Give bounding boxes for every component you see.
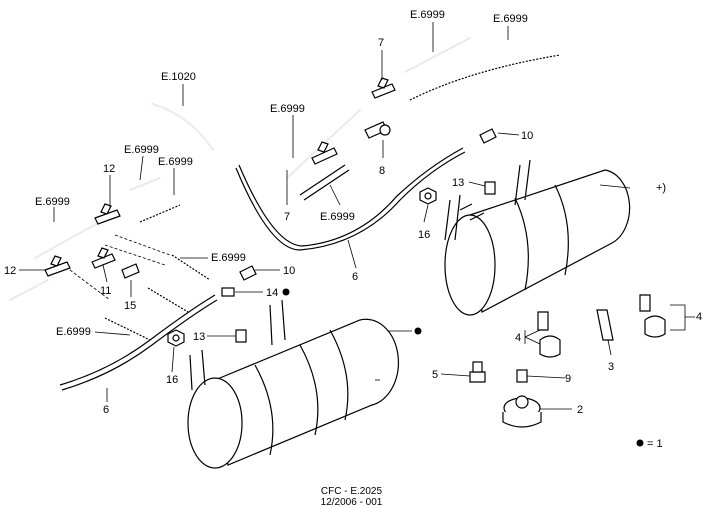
label-14: 14 [266,287,278,299]
hose-lines [9,37,561,391]
part-labels: E.1020 E.6999 E.6999 7 E.6999 10 8 13 +)… [4,9,702,416]
label-e6999-far-left: E.6999 [35,196,70,208]
label-10-upper: 10 [521,130,533,142]
label-4-left: 4 [515,332,521,344]
label-e6999-left-a: E.6999 [124,144,159,156]
label-7-top: 7 [378,37,384,49]
label-e6999-left-b: E.6999 [158,156,193,168]
label-e6999-bottom-left: E.6999 [56,326,91,338]
bullet-marker-14 [282,288,290,296]
label-13-lower: 13 [193,331,205,343]
label-16-upper: 16 [418,229,430,241]
label-3: 3 [608,361,614,373]
label-5: 5 [432,369,438,381]
label-13-upper: 13 [452,177,464,189]
label-e1020: E.1020 [161,71,196,83]
label-e6999-center: E.6999 [211,252,246,264]
label-e6999-top-left: E.6999 [410,9,445,21]
legend-bullet-icon [636,439,644,447]
tank-right [444,159,631,316]
label-e6999-top-right: E.6999 [493,13,528,25]
label-12-upper: 12 [103,163,115,175]
label-6-lower: 6 [103,404,109,416]
tank-left [187,299,400,469]
legend-text: = 1 [647,438,663,450]
label-4-right: 4 [696,311,702,323]
label-7-lower: 7 [284,211,290,223]
label-11: 11 [100,285,111,297]
label-9: 9 [565,373,571,385]
label-12-lower: 12 [4,265,16,277]
label-6-upper: 6 [352,271,358,283]
label-10-lower: 10 [283,265,295,277]
leader-lines [19,22,695,410]
label-2: 2 [577,404,583,416]
footer-line-2: 12/2006 - 001 [320,497,383,508]
label-e6999-upper-mid: E.6999 [270,103,305,115]
label-plus: +) [656,182,666,194]
fittings [44,77,666,428]
legend: = 1 [636,438,663,450]
footer-line-1: CFC - E.2025 [320,486,383,497]
label-15: 15 [124,300,136,312]
label-16-lower: 16 [166,374,178,386]
label-e6999-lower-mid: E.6999 [320,211,355,223]
label-8: 8 [379,165,385,177]
bullet-marker-tank-left [414,327,422,335]
